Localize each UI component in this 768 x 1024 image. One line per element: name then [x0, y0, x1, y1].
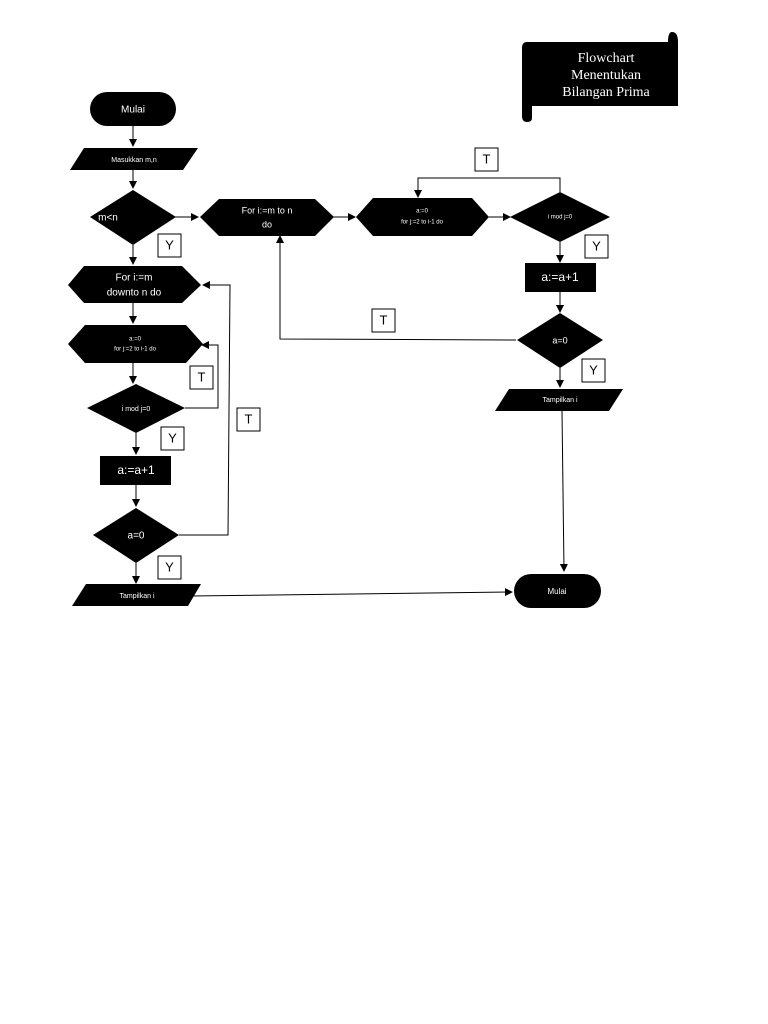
svg-text:T: T [380, 312, 388, 327]
svg-text:Mulai: Mulai [547, 587, 566, 596]
decision-a0-left: a=0 [93, 508, 179, 563]
decision-mod-right: i mod j=0 [510, 192, 610, 242]
process-increment-left: a:=a+1 [100, 456, 171, 485]
loop-for-i-to: For i:=m to n do [200, 199, 334, 236]
label-yes-a0-right: Y [581, 358, 606, 383]
title-line-3: Bilangan Prima [562, 85, 650, 100]
svg-text:do: do [262, 219, 272, 229]
svg-text:a:=a+1: a:=a+1 [117, 463, 155, 477]
svg-text:T: T [198, 369, 206, 384]
process-increment-right: a:=a+1 [525, 263, 596, 292]
svg-text:i mod j=0: i mod j=0 [548, 215, 573, 221]
svg-text:for j:=2 to i-1 do: for j:=2 to i-1 do [114, 347, 157, 353]
label-no-a0-right: T [371, 308, 396, 333]
svg-text:m<n: m<n [98, 213, 118, 224]
svg-text:downto n do: downto n do [107, 288, 162, 299]
svg-text:T: T [483, 151, 491, 166]
svg-text:i mod j=0: i mod j=0 [122, 406, 151, 413]
svg-text:a:=a+1: a:=a+1 [541, 270, 579, 284]
label-no-a0-left: T [236, 407, 261, 432]
title-banner: Flowchart Menentukan Bilangan Prima [522, 32, 678, 122]
label-yes-mod-right: Y [584, 234, 609, 259]
label-no-mod-right: T [474, 147, 499, 172]
end-terminator: Mulai [514, 574, 601, 608]
svg-text:Tampilkan i: Tampilkan i [119, 593, 154, 600]
label-yes-mod-left: Y [160, 426, 185, 451]
svg-text:Masukkan m,n: Masukkan m,n [111, 157, 157, 164]
svg-text:a:=0: a:=0 [129, 337, 142, 343]
loop-inner-right: a:=0 for j:=2 to i-1 do [356, 198, 489, 236]
svg-text:Tampilkan i: Tampilkan i [542, 397, 577, 404]
branch-labels: Y T T Y Y T Y T [157, 147, 609, 580]
svg-text:a:=0: a:=0 [416, 209, 429, 215]
start-terminator: Mulai [90, 92, 176, 126]
label-yes-mn: Y [157, 233, 182, 258]
decision-m-less-n: m<n [90, 190, 176, 245]
svg-text:Y: Y [589, 362, 598, 377]
loop-inner-left: a:=0 for j:=2 to i-1 do [68, 325, 203, 363]
svg-text:T: T [245, 411, 253, 426]
svg-text:Mulai: Mulai [121, 105, 145, 116]
title-line-2: Menentukan [571, 68, 641, 83]
svg-text:Y: Y [165, 237, 174, 252]
svg-text:Y: Y [592, 238, 601, 253]
svg-text:Y: Y [165, 559, 174, 574]
output-left: Tampilkan i [72, 584, 201, 606]
svg-text:For i:=m to n: For i:=m to n [242, 205, 293, 215]
connectors [129, 126, 568, 597]
loop-for-i-downto: For i:=m downto n do [68, 266, 201, 303]
svg-text:For i:=m: For i:=m [116, 273, 153, 284]
decision-a0-right: a=0 [517, 313, 603, 368]
output-right: Tampilkan i [495, 389, 623, 411]
svg-text:Y: Y [168, 430, 177, 445]
label-no-mod-left: T [189, 365, 214, 390]
input-m-n: Masukkan m,n [70, 148, 198, 170]
title-line-1: Flowchart [578, 51, 635, 66]
svg-text:a=0: a=0 [128, 531, 145, 542]
decision-mod-left: i mod j=0 [87, 384, 185, 433]
svg-text:for j:=2 to i-1 do: for j:=2 to i-1 do [401, 220, 444, 226]
svg-text:a=0: a=0 [552, 335, 567, 345]
label-yes-a0-left: Y [157, 555, 182, 580]
